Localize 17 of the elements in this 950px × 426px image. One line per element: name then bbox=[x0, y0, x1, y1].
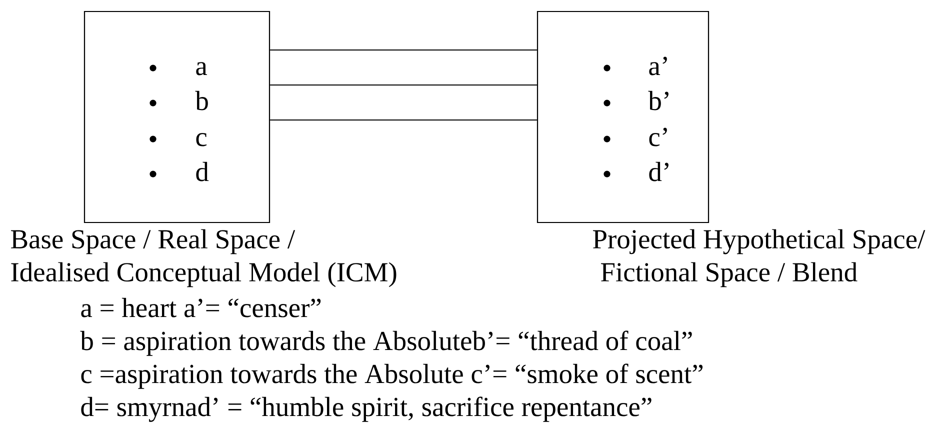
item-letter: a’ bbox=[649, 56, 667, 76]
item-letter: b’ bbox=[648, 90, 668, 110]
mapping-note: c =aspiration towards the Absolute c’= “smoke of scent” bbox=[81, 364, 703, 389]
mapping-note: a = heart a’= “censer” bbox=[81, 298, 321, 318]
space-caption: Projected Hypothetical Space/ Fictional Space / Blend bbox=[593, 229, 926, 288]
connector-line bbox=[270, 84, 537, 86]
item-letter: c bbox=[196, 133, 207, 146]
item-letter: d bbox=[196, 162, 209, 182]
item-letter: b bbox=[195, 90, 208, 110]
item-letter: a bbox=[196, 62, 208, 76]
item-letter: c’ bbox=[649, 128, 667, 146]
connector-line bbox=[270, 119, 537, 121]
connector-line bbox=[270, 49, 537, 51]
space-caption: Base Space / Real Space / Idealised Conceptual Model (ICM) bbox=[11, 229, 396, 288]
mapping-note: d= smyrnad’ = “humble spirit, sacrifice repentance” bbox=[81, 396, 652, 422]
mapping-note: b = aspiration towards the Absoluteb’= “thread of coal” bbox=[80, 330, 692, 356]
item-letter: d’ bbox=[649, 162, 668, 182]
